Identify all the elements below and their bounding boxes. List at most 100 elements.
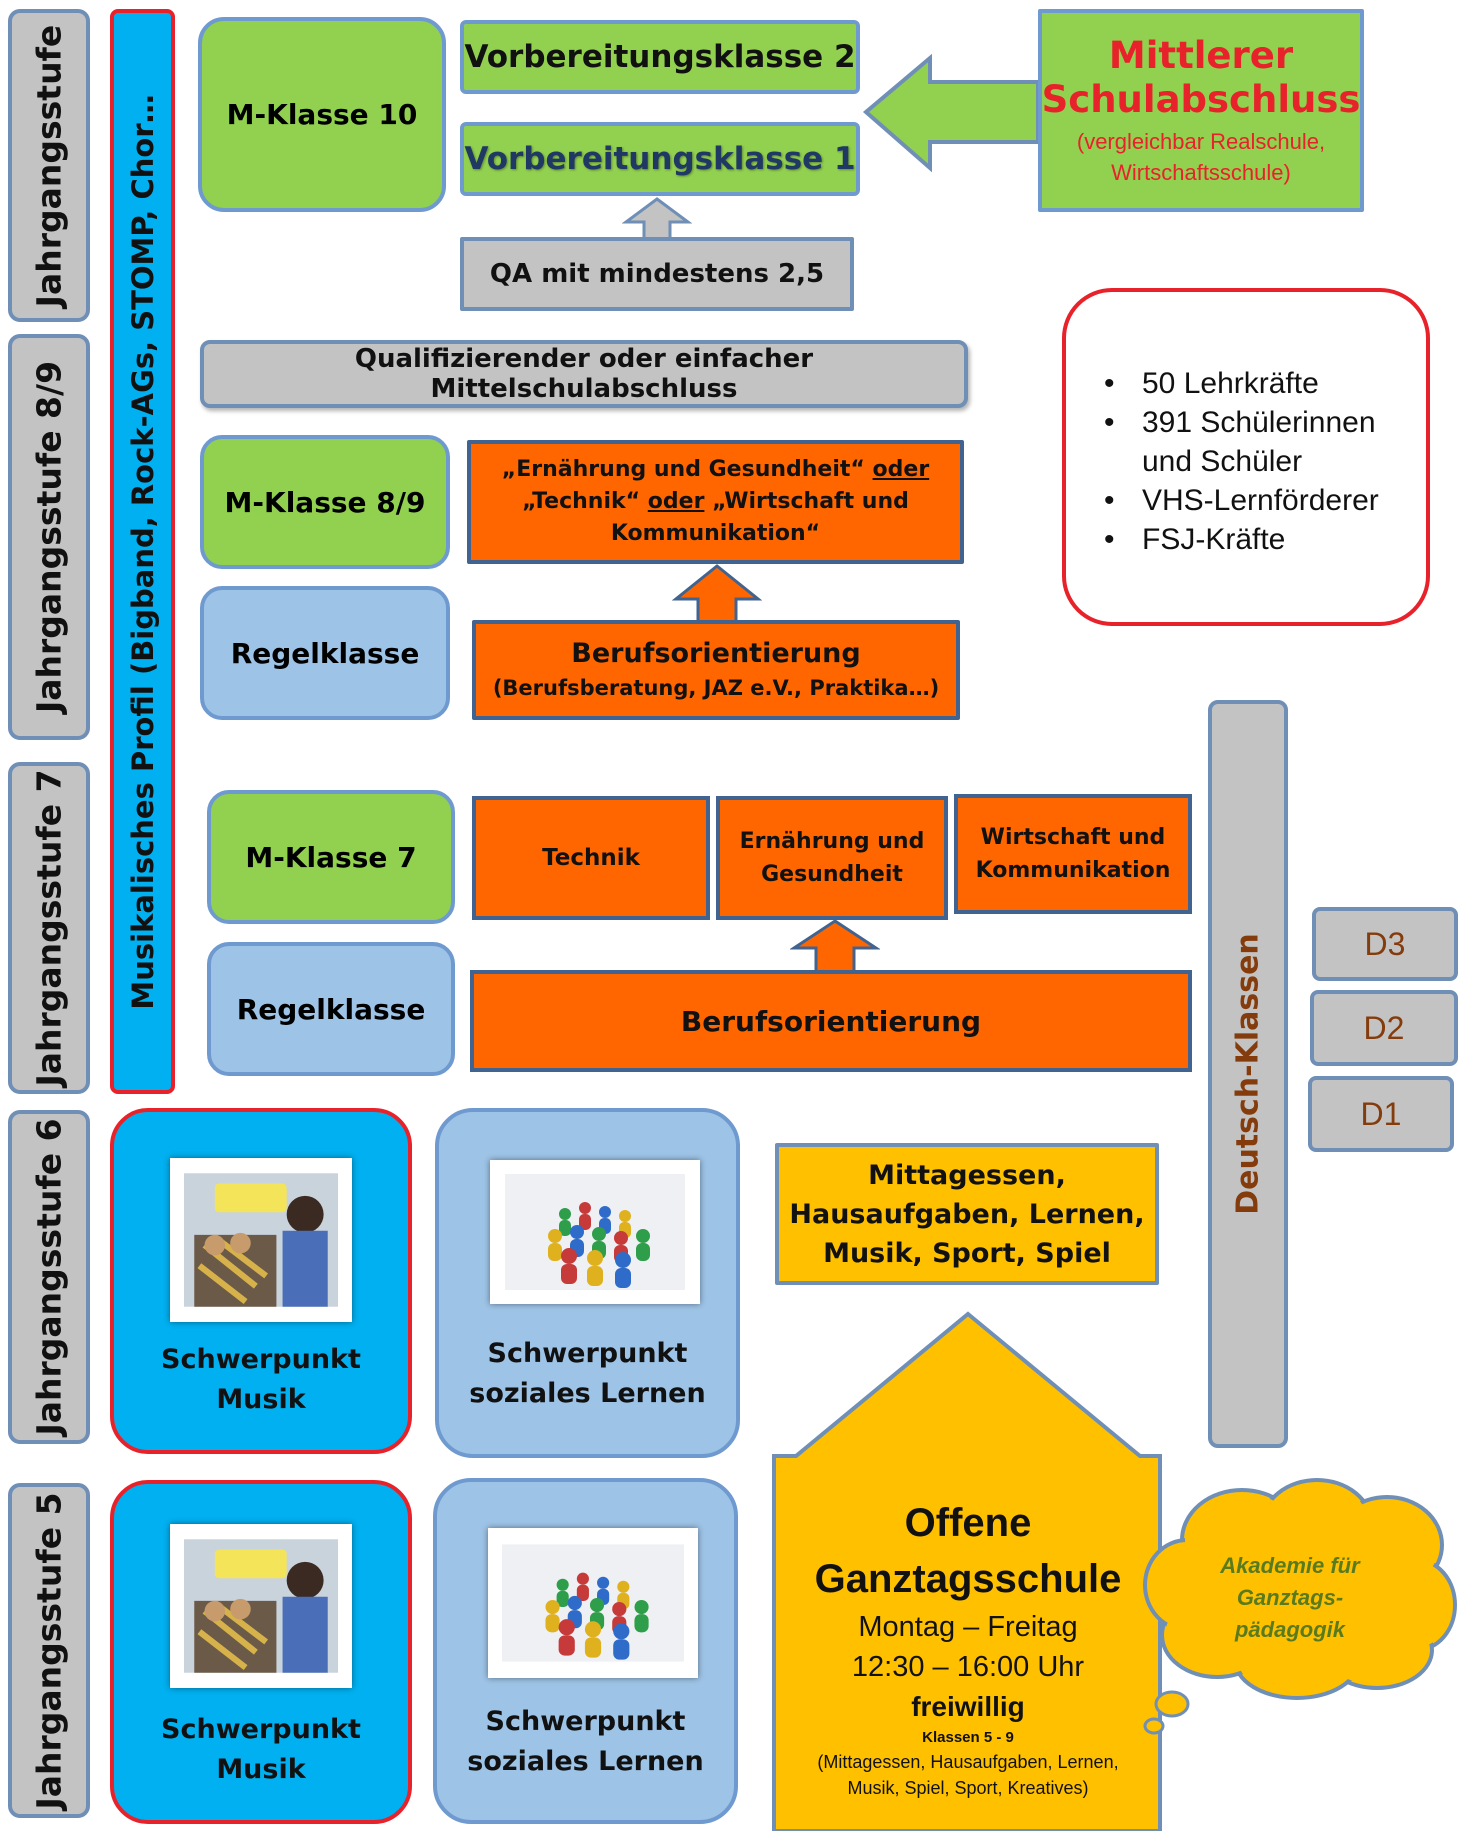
- ogs-classes: Klassen 5 - 9: [922, 1729, 1014, 1746]
- stage-label-10: Jahrgangsstufe: [8, 9, 90, 322]
- ogs-detail-2: Musik, Spiel, Sport, Kreatives): [847, 1778, 1089, 1798]
- d3-label: D3: [1364, 925, 1406, 962]
- profile-line-3: Kommunikation“: [610, 521, 821, 546]
- msa-title-2: Schulabschluss: [1041, 77, 1361, 121]
- stage-label-89: Jahrgangsstufe 8/9: [8, 334, 90, 740]
- music-profile-text: Musikalisches Profil (Bigband, Rock-AGs,…: [125, 93, 160, 1010]
- ogs-days: Montag – Freitag: [858, 1611, 1078, 1643]
- mittlerer-schulabschluss: Mittlerer Schulabschluss (vergleichbar R…: [1038, 9, 1364, 212]
- regel-7-label: Regelklasse: [236, 992, 426, 1026]
- ganztag-activities: Mittagessen, Hausaufgaben, Lernen, Musik…: [775, 1143, 1159, 1285]
- sozial-6-text: Schwerpunkt soziales Lernen: [435, 1334, 740, 1414]
- stage-label-5-text: Jahrgangsstufe 5: [29, 1491, 69, 1810]
- cloud-text: Akademie für Ganztags- pädagogik: [1170, 1550, 1410, 1646]
- ogs-text: Offene Ganztagsschule Montag – Freitag 1…: [774, 1495, 1162, 1801]
- vorbereitungsklasse-1: Vorbereitungsklasse 1: [460, 122, 860, 196]
- bo-7-label: Berufsorientierung: [680, 1004, 982, 1038]
- msa-left-arrow: [862, 53, 1040, 173]
- qual-label: Qualifizierender oder einfacher Mittelsc…: [354, 344, 814, 404]
- or-word: oder: [647, 489, 705, 514]
- stage-label-5: Jahrgangsstufe 5: [8, 1483, 90, 1818]
- music-profile-bar: Musikalisches Profil (Bigband, Rock-AGs,…: [110, 9, 175, 1094]
- sozial-6-line-2: soziales Lernen: [469, 1378, 706, 1409]
- fact-item: 391 Schülerinnen und Schüler: [1098, 403, 1406, 481]
- fact-item: FSJ-Kräfte: [1098, 520, 1406, 559]
- cloud-line-3: pädagogik: [1234, 1617, 1345, 1642]
- m-klasse-10: M-Klasse 10: [198, 17, 446, 212]
- profile-wirtschaft: „Wirtschaft und: [712, 489, 909, 514]
- m-klasse-7: M-Klasse 7: [207, 790, 455, 924]
- wirtschaft-label-1: Wirtschaft und: [980, 825, 1166, 850]
- ernaehrung-label-1: Ernährung und: [739, 829, 925, 854]
- regel-89-label: Regelklasse: [230, 636, 420, 670]
- stage-label-89-text: Jahrgangsstufe 8/9: [29, 360, 69, 714]
- m-klasse-10-label: M-Klasse 10: [226, 98, 418, 131]
- cloud-line-1: Akademie für: [1220, 1553, 1360, 1578]
- social-photo-6: [490, 1160, 700, 1304]
- m-klasse-7-label: M-Klasse 7: [245, 840, 417, 874]
- musik-5-text: Schwerpunkt Musik: [110, 1710, 412, 1790]
- d1-label: D1: [1360, 1095, 1402, 1132]
- music-photo-6: [170, 1158, 352, 1322]
- vk1-label: Vorbereitungsklasse 1: [464, 141, 856, 177]
- game-pieces-icon: [505, 1174, 685, 1290]
- sozial-5-line-2: soziales Lernen: [467, 1746, 704, 1777]
- band-photo-icon: [184, 1173, 338, 1307]
- profile-line-2: „Technik“ oder „Wirtschaft und: [522, 486, 909, 518]
- berufsorientierung-7: Berufsorientierung: [470, 970, 1192, 1072]
- sozial-5-line-1: Schwerpunkt: [485, 1706, 686, 1737]
- ogs-time: 12:30 – 16:00 Uhr: [851, 1651, 1085, 1683]
- ogs-voluntary: freiwillig: [911, 1691, 1025, 1722]
- d2-label: D2: [1363, 1009, 1405, 1046]
- ogs-arrow: [772, 1311, 1162, 1831]
- ogs-title-2: Ganztagsschule: [814, 1557, 1122, 1601]
- profile-technik: „Technik“: [522, 489, 641, 514]
- profile-line-1: „Ernährung und Gesundheit“ oder: [502, 454, 929, 486]
- qa-box: QA mit mindestens 2,5: [460, 237, 854, 311]
- deutsch-d1: D1: [1308, 1076, 1454, 1152]
- stage-label-7-text: Jahrgangsstufe 7: [29, 769, 69, 1087]
- wirtschaft-box: Wirtschaft und Kommunikation: [954, 794, 1192, 914]
- facts-list: 50 Lehrkräfte 391 Schülerinnen und Schül…: [1098, 364, 1406, 559]
- musik-6-line-1: Schwerpunkt: [161, 1344, 361, 1375]
- regelklasse-89: Regelklasse: [200, 586, 450, 720]
- stage-label-7: Jahrgangsstufe 7: [8, 762, 90, 1094]
- musik-6-text: Schwerpunkt Musik: [110, 1340, 412, 1420]
- profile-ernaehrung: „Ernährung und Gesundheit“: [501, 457, 865, 482]
- msa-sub-2: Wirtschaftsschule): [1111, 159, 1291, 185]
- ernaehrung-label-2: Gesundheit: [761, 862, 903, 887]
- facts-box: 50 Lehrkräfte 391 Schülerinnen und Schül…: [1062, 288, 1430, 626]
- bo-7-up-arrow: [790, 919, 880, 976]
- sozial-6-line-1: Schwerpunkt: [487, 1338, 688, 1369]
- technik-box: Technik: [472, 796, 710, 920]
- berufsorientierung-89: Berufsorientierung (Berufsberatung, JAZ …: [472, 620, 960, 720]
- qa-label: QA mit mindestens 2,5: [489, 259, 825, 289]
- deutsch-klassen-bar: Deutsch-Klassen: [1208, 700, 1288, 1448]
- profile-options-89: „Ernährung und Gesundheit“ oder „Technik…: [467, 440, 964, 564]
- game-pieces-icon: [502, 1544, 684, 1662]
- msa-title-1: Mittlerer: [1108, 33, 1294, 77]
- band-photo-icon: [184, 1539, 338, 1673]
- musik-5-line-2: Musik: [216, 1754, 306, 1785]
- deutsch-d2: D2: [1310, 990, 1458, 1066]
- technik-label: Technik: [542, 845, 640, 871]
- activities-line-1: Mittagessen,: [868, 1159, 1066, 1191]
- cloud-line-2: Ganztags-: [1236, 1585, 1344, 1610]
- activities-line-3: Musik, Sport, Spiel: [823, 1237, 1111, 1269]
- musik-6-line-2: Musik: [216, 1384, 306, 1415]
- stage-label-6-text: Jahrgangsstufe 6: [29, 1118, 69, 1436]
- m-klasse-89-label: M-Klasse 8/9: [224, 485, 426, 519]
- bo-89-sub: (Berufsberatung, JAZ e.V., Praktika…): [492, 676, 940, 700]
- m-klasse-89: M-Klasse 8/9: [200, 435, 450, 569]
- ogs-title-1: Offene: [904, 1501, 1032, 1545]
- activities-line-2: Hausaufgaben, Lernen,: [789, 1198, 1145, 1230]
- qualifizierender-abschluss: Qualifizierender oder einfacher Mittelsc…: [200, 340, 968, 408]
- deutsch-klassen-label: Deutsch-Klassen: [1230, 933, 1266, 1215]
- cloud-shape: [1143, 1478, 1457, 1735]
- wirtschaft-label-2: Kommunikation: [975, 858, 1171, 883]
- or-word: oder: [872, 457, 930, 482]
- bo-89-title: Berufsorientierung: [571, 638, 861, 669]
- fact-item: 50 Lehrkräfte: [1098, 364, 1406, 403]
- regelklasse-7: Regelklasse: [207, 942, 455, 1076]
- vorbereitungsklasse-2: Vorbereitungsklasse 2: [460, 20, 860, 94]
